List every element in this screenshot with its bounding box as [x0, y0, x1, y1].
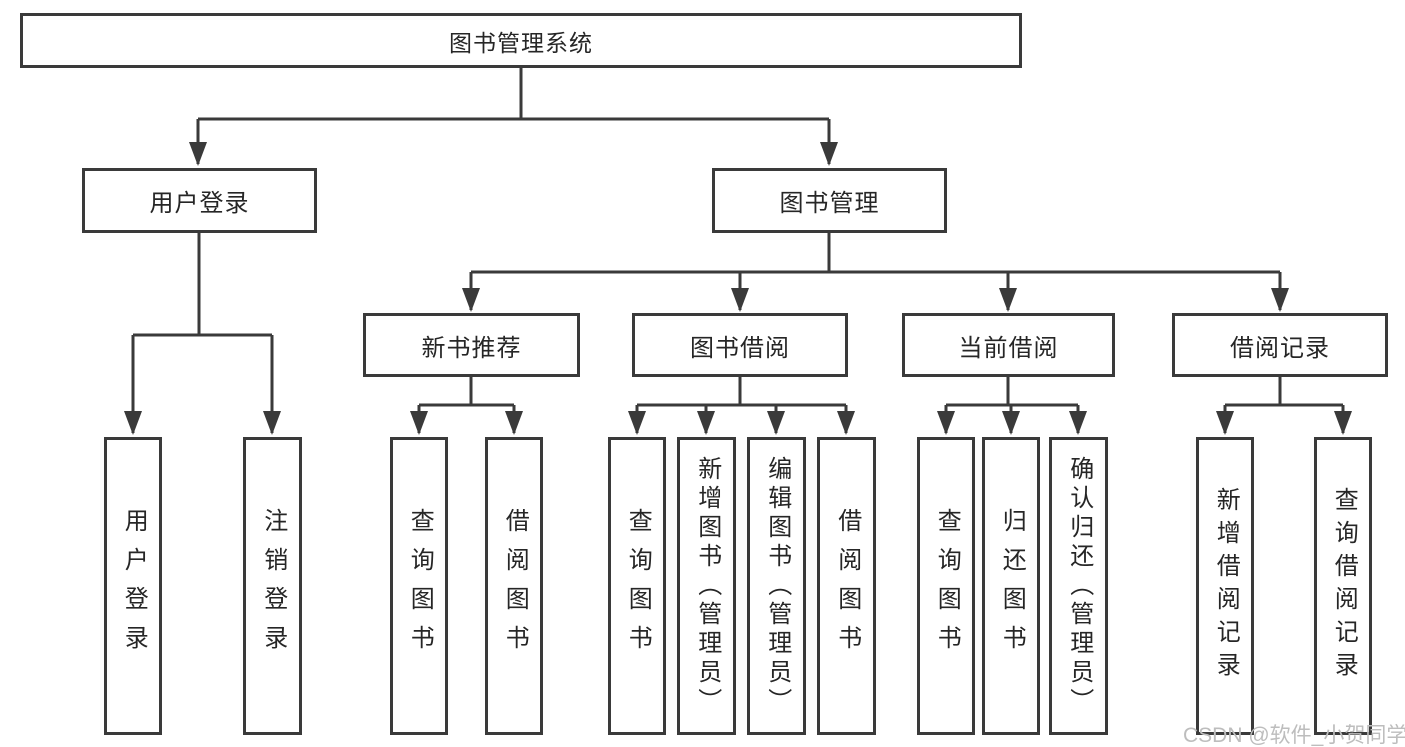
leaf-cb-return-books-label: 归还图书: [998, 508, 1026, 664]
node-new-book-recommendation: 新书推荐: [363, 313, 580, 377]
leaf-br-query-borrow-record-label: 查询借阅记录: [1330, 487, 1358, 685]
leaf-bb-add-books-admin: 新增图书（管理员）: [677, 437, 736, 735]
node-book-borrowing: 图书借阅: [632, 313, 848, 377]
leaf-cb-confirm-return-admin: 确认归还（管理员）: [1049, 437, 1108, 735]
leaf-cb-confirm-return-admin-label: 确认归还（管理员）: [1065, 455, 1093, 717]
leaf-nb-borrow-books: 借阅图书: [485, 437, 543, 735]
leaf-nb-query-books-label: 查询图书: [406, 508, 434, 664]
leaf-user-login: 用户登录: [104, 437, 162, 735]
node-book-management: 图书管理: [712, 168, 947, 233]
leaf-bb-query-books-label: 查询图书: [624, 508, 652, 664]
leaf-br-query-borrow-record: 查询借阅记录: [1314, 437, 1372, 735]
leaf-cb-return-books: 归还图书: [982, 437, 1040, 735]
leaf-cb-query-books-label: 查询图书: [933, 508, 961, 664]
node-borrowing-records: 借阅记录: [1172, 313, 1388, 377]
leaf-user-login-label: 用户登录: [120, 508, 148, 664]
leaf-nb-query-books: 查询图书: [390, 437, 448, 735]
leaf-cb-query-books: 查询图书: [917, 437, 975, 735]
node-user-login: 用户登录: [82, 168, 317, 233]
leaf-bb-borrow-books: 借阅图书: [817, 437, 876, 735]
leaf-bb-borrow-books-label: 借阅图书: [833, 508, 861, 664]
node-current-borrowing: 当前借阅: [902, 313, 1115, 377]
csdn-watermark: CSDN @软件_小贺同学: [1183, 724, 1405, 747]
leaf-nb-borrow-books-label: 借阅图书: [501, 508, 529, 664]
leaf-bb-query-books: 查询图书: [608, 437, 666, 735]
leaf-logout: 注销登录: [243, 437, 302, 735]
node-root-library-system: 图书管理系统: [20, 13, 1022, 68]
leaf-logout-label: 注销登录: [259, 508, 287, 664]
leaf-br-add-borrow-record-label: 新增借阅记录: [1212, 487, 1240, 685]
leaf-bb-edit-books-admin-label: 编辑图书（管理员）: [763, 455, 791, 717]
leaf-bb-edit-books-admin: 编辑图书（管理员）: [747, 437, 806, 735]
leaf-bb-add-books-admin-label: 新增图书（管理员）: [693, 455, 721, 717]
leaf-br-add-borrow-record: 新增借阅记录: [1196, 437, 1254, 735]
